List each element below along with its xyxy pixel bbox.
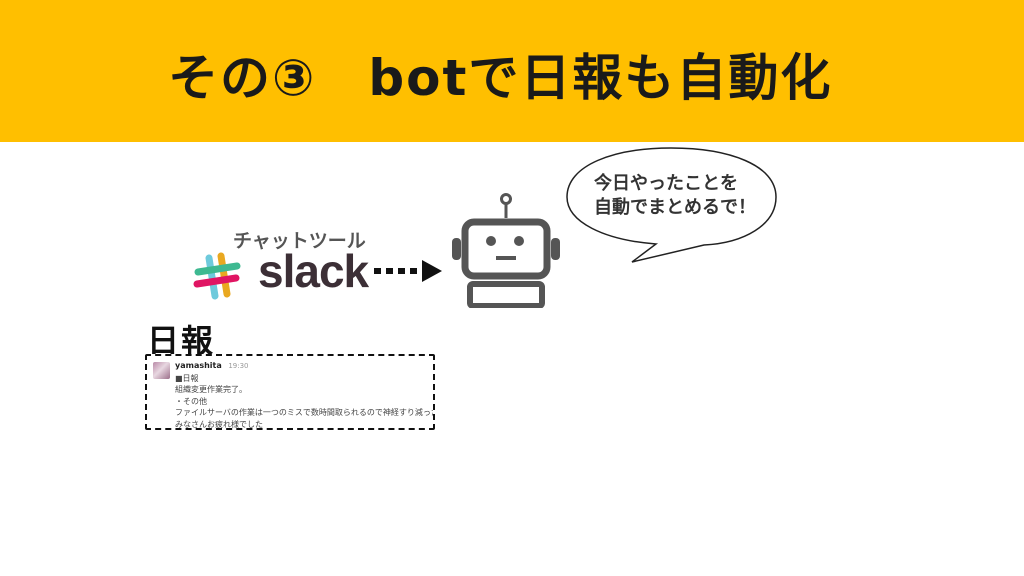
message-body: yamashita 19:30 ■日報 組織変更作業完了。 ・その他 ファイルサ… (175, 360, 433, 430)
robot-icon (452, 193, 560, 308)
message-line: 組織変更作業完了。 (175, 385, 247, 394)
bot-speech-text: 今日やったことを 自動でまとめるで！ (594, 172, 784, 220)
speech-line: 今日やったことを (594, 173, 738, 194)
speech-line: 自動でまとめるで！ (594, 197, 756, 218)
daily-report-message: yamashita 19:30 ■日報 組織変更作業完了。 ・その他 ファイルサ… (145, 354, 435, 430)
message-line: ・その他 (175, 396, 207, 406)
slack-hash-icon (193, 252, 241, 300)
message-line: ファイルサーバの作業は一つのミスで数時間取られるので神経すり減った。 (175, 408, 433, 417)
message-line: みなさんお疲れ様でした (175, 419, 263, 429)
message-line: ■日報 (175, 373, 199, 383)
chat-tool-caption: チャットツール (233, 230, 366, 252)
title-banner: その③ botで日報も自動化 (0, 0, 1024, 142)
avatar (153, 362, 170, 379)
dotted-arrow-icon (374, 260, 442, 282)
speech-bubble (566, 147, 777, 263)
message-timestamp: 19:30 (228, 362, 249, 370)
slack-wordmark: slack (258, 245, 369, 297)
slide-title: その③ botで日報も自動化 (168, 49, 833, 107)
daily-report-label: 日報 (147, 322, 216, 360)
message-username: yamashita (175, 361, 222, 370)
